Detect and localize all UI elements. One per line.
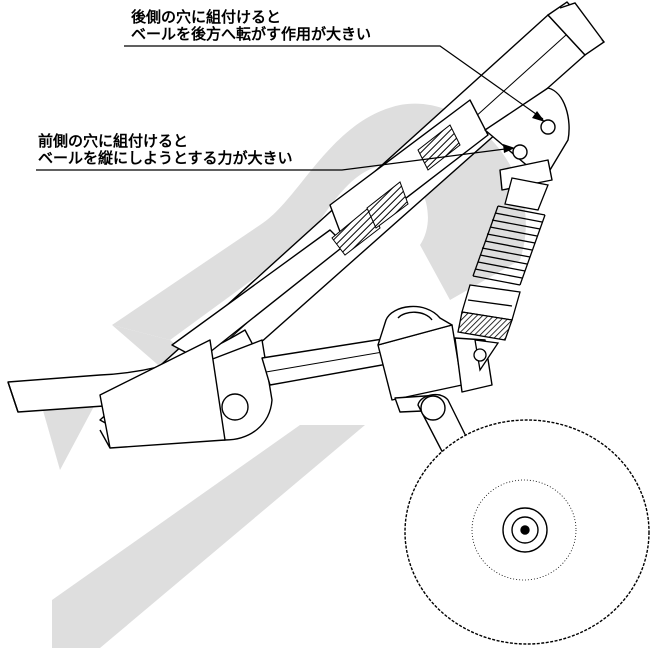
callout-rear-line2: ベールを後方へ転がす作用が大きい bbox=[131, 25, 372, 43]
mount-bracket bbox=[377, 305, 493, 413]
leader-arrowheads bbox=[503, 111, 545, 153]
callout-front-hole: 前側の穴に組付けると ベールを縦にしようとする力が大きい bbox=[38, 133, 293, 167]
coil-spring bbox=[472, 205, 546, 286]
spring-upper-bracket bbox=[484, 87, 570, 191]
hatched-plates bbox=[331, 124, 461, 256]
callout-front-line2: ベールを縦にしようとする力が大きい bbox=[38, 149, 293, 167]
gauge-wheel bbox=[404, 419, 650, 645]
callout-front-line1: 前側の穴に組付けると bbox=[38, 132, 189, 150]
callout-rear-line1: 後側の穴に組付けると bbox=[131, 8, 282, 26]
spring-shock bbox=[457, 177, 549, 372]
left-plate bbox=[99, 339, 226, 449]
tube-end bbox=[546, 1, 606, 56]
callout-rear-hole: 後側の穴に組付けると ベールを後方へ転がす作用が大きい bbox=[131, 9, 371, 43]
leader-lines bbox=[36, 45, 544, 171]
